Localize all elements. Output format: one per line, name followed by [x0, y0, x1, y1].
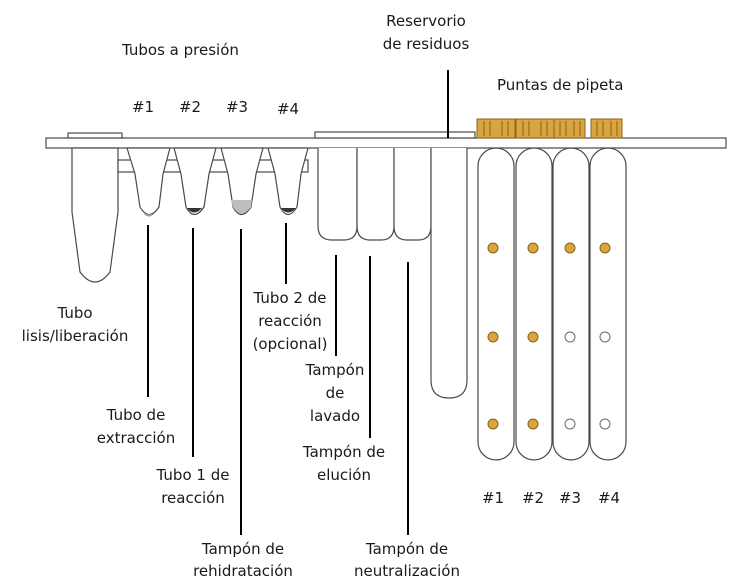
reaction-tube-2-liquid [281, 208, 296, 213]
reaction-tube-1 [173, 147, 217, 216]
reservoir-ridge [314, 131, 476, 139]
tube-number-1: #1 [132, 98, 154, 116]
waste-reservoir-label-2: de residuos [383, 35, 470, 53]
tube-number-3: #3 [226, 98, 248, 116]
tip-3-dot-2 [564, 331, 576, 343]
tip-4-dot-3 [599, 418, 611, 430]
tip-number-4: #4 [598, 489, 620, 507]
reaction-tube-1-label-1: Tubo 1 de [156, 466, 230, 484]
tip-2-dot-1 [527, 242, 539, 254]
pipette-tips-title: Puntas de pipeta [497, 76, 623, 94]
tip-1-dot-3 [487, 418, 499, 430]
reaction-tube-2-label-2: reacción [258, 312, 322, 330]
neutralization-buffer-label-2: neutralización [354, 562, 460, 579]
rehydration-buffer-label-1: Tampón de [201, 540, 284, 558]
lysis-tube [71, 147, 119, 283]
tip-3-dot-1 [564, 242, 576, 254]
lysis-tube-label-2: lisis/liberación [22, 327, 129, 345]
pipette-tip-4 [589, 118, 627, 461]
tip-number-2: #2 [522, 489, 544, 507]
tip-4-dot-2 [599, 331, 611, 343]
reaction-tube-1-label-2: reacción [161, 489, 225, 507]
tip-4-dot-1 [599, 242, 611, 254]
extraction-tube [126, 147, 171, 216]
tube-number-4: #4 [277, 100, 299, 118]
tip-1-dot-2 [487, 331, 499, 343]
wash-buffer-well [317, 148, 358, 241]
wash-buffer-label-3: lavado [310, 407, 360, 425]
elution-buffer-label-2: elución [317, 466, 371, 484]
cartridge-plate [45, 137, 727, 149]
lysis-tube-cap [67, 132, 123, 139]
neutralization-buffer-label-1: Tampón de [365, 540, 448, 558]
tube-number-2: #2 [179, 98, 201, 116]
extraction-tube-label-1: Tubo de [106, 406, 166, 424]
reaction-tube-2 [267, 147, 309, 216]
pipette-tip-2 [515, 118, 555, 461]
rehydration-tube [220, 147, 264, 216]
extraction-tube-label-2: extracción [97, 429, 175, 447]
reaction-tube-1-liquid [187, 208, 202, 213]
neutralization-buffer-well [393, 148, 432, 241]
reaction-tube-2-label-1: Tubo 2 de [253, 289, 327, 307]
pipette-tips [476, 118, 627, 461]
elution-buffer-well [356, 148, 395, 241]
waste-reservoir [430, 148, 468, 399]
pressure-tubes-title: Tubos a presión [121, 41, 239, 59]
reaction-tube-2-label-3: (opcional) [253, 335, 328, 353]
wash-buffer-label-2: de [326, 384, 345, 402]
pipette-tip-1 [476, 118, 516, 461]
lysis-tube-label-1: Tubo [56, 304, 92, 322]
waste-reservoir-label-1: Reservorio [386, 12, 466, 30]
rehydration-tube-liquid [231, 200, 252, 214]
tip-3-dot-3 [564, 418, 576, 430]
tip-2-dot-3 [527, 418, 539, 430]
wash-buffer-label-1: Tampón [305, 361, 365, 379]
pipette-tip-3 [552, 118, 590, 461]
extraction-tube-residue [144, 214, 154, 217]
tip-number-1: #1 [482, 489, 504, 507]
elution-buffer-label-1: Tampón de [302, 443, 385, 461]
rehydration-buffer-label-2: rehidratación [193, 562, 293, 579]
tip-2-dot-2 [527, 331, 539, 343]
tip-number-3: #3 [559, 489, 581, 507]
tip-1-dot-1 [487, 242, 499, 254]
